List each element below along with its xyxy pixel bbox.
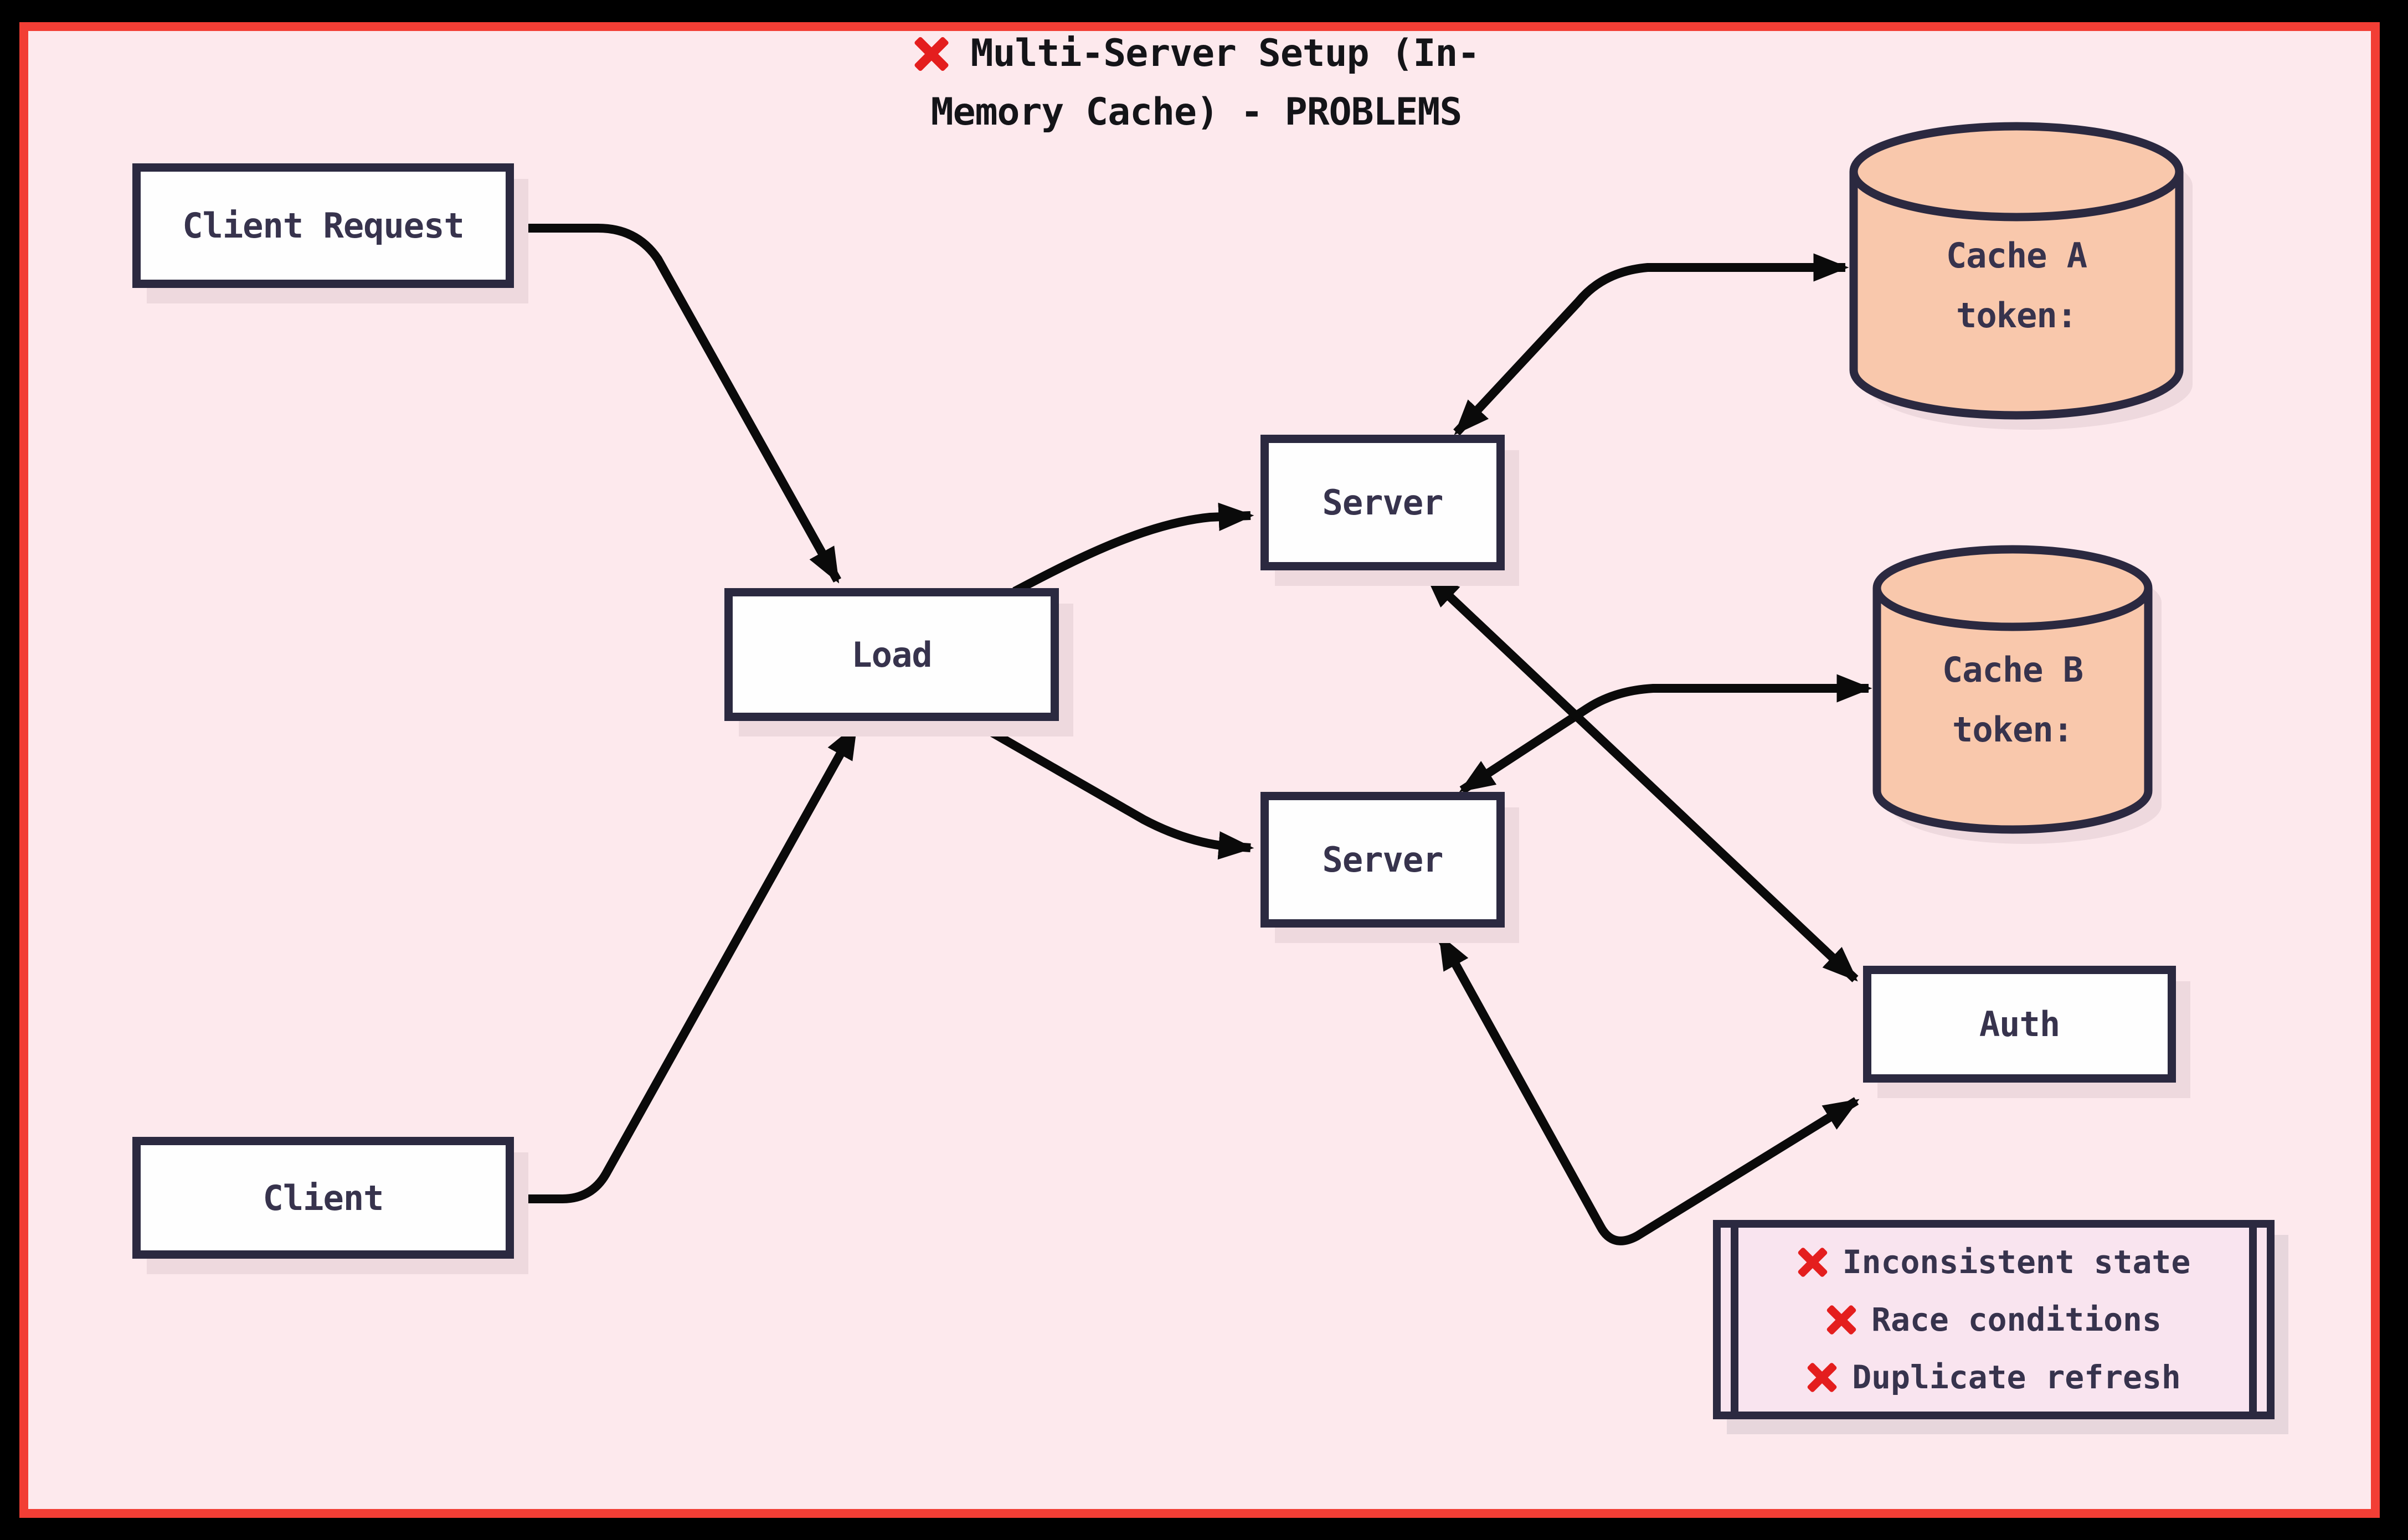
arrow-client-to-load [514,723,860,1203]
diagram-title-line2: Memory Cache) - PROBLEMS [750,83,1642,142]
node-load-label: Load [851,634,932,675]
cache-b-label: Cache B token: [1874,640,2151,760]
problem-item-text: Duplicate refresh [1852,1358,2181,1396]
node-auth: Auth [1863,966,2176,1083]
cache-a-label: Cache A token: [1878,226,2155,346]
arrow-server-top-cache-a [1453,253,1849,436]
cache-a-cylinder [1849,122,2184,420]
problem-item: Duplicate refresh [1721,1358,2267,1396]
arrow-server-top-auth [1424,572,1859,982]
node-auth-label: Auth [1979,1004,2060,1044]
arrow-load-to-server-top [1012,502,1254,596]
node-server-top: Server [1260,435,1505,570]
cache-b-line2: token: [1952,709,2073,750]
error-x-icon [1807,1362,1838,1393]
cache-b-cylinder [1872,545,2153,834]
node-server-top-label: Server [1322,482,1444,523]
node-client: Client [132,1137,514,1259]
diagram-title-text1: Multi-Server Setup (In- [970,32,1480,75]
arrow-load-to-server-bottom [970,717,1254,860]
problems-box-inner-edge-right [2249,1228,2257,1412]
node-load-balancer: Load [724,588,1059,721]
node-client-request: Client Request [132,163,514,288]
node-client-request-label: Client Request [182,205,465,246]
cache-a-line1: Cache A [1946,235,2087,276]
error-x-icon [913,36,949,71]
arrow-server-bottom-cache-b [1459,674,1872,794]
node-server-bottom-label: Server [1322,839,1444,880]
cache-b-line1: Cache B [1942,650,2083,690]
problem-item: Race conditions [1721,1301,2267,1338]
diagram-title-line1: Multi-Server Setup (In- [750,24,1642,83]
problems-box: Inconsistent state Race conditions Dupli… [1713,1220,2275,1419]
node-client-label: Client [263,1177,384,1218]
diagram-title: Multi-Server Setup (In- Memory Cache) - … [750,24,1642,142]
error-x-icon [1797,1247,1828,1278]
diagram-title-text2: Memory Cache) - PROBLEMS [930,90,1463,134]
error-x-icon [1826,1304,1857,1335]
arrow-server-bottom-auth [1436,934,1860,1245]
problem-item-text: Inconsistent state [1842,1243,2191,1281]
arrow-client-request-to-load [514,224,841,584]
cache-a-line2: token: [1956,295,2077,336]
problem-item-text: Race conditions [1871,1301,2162,1338]
problems-box-inner-edge-left [1731,1228,1738,1412]
problem-item: Inconsistent state [1721,1243,2267,1281]
node-server-bottom: Server [1260,792,1505,928]
